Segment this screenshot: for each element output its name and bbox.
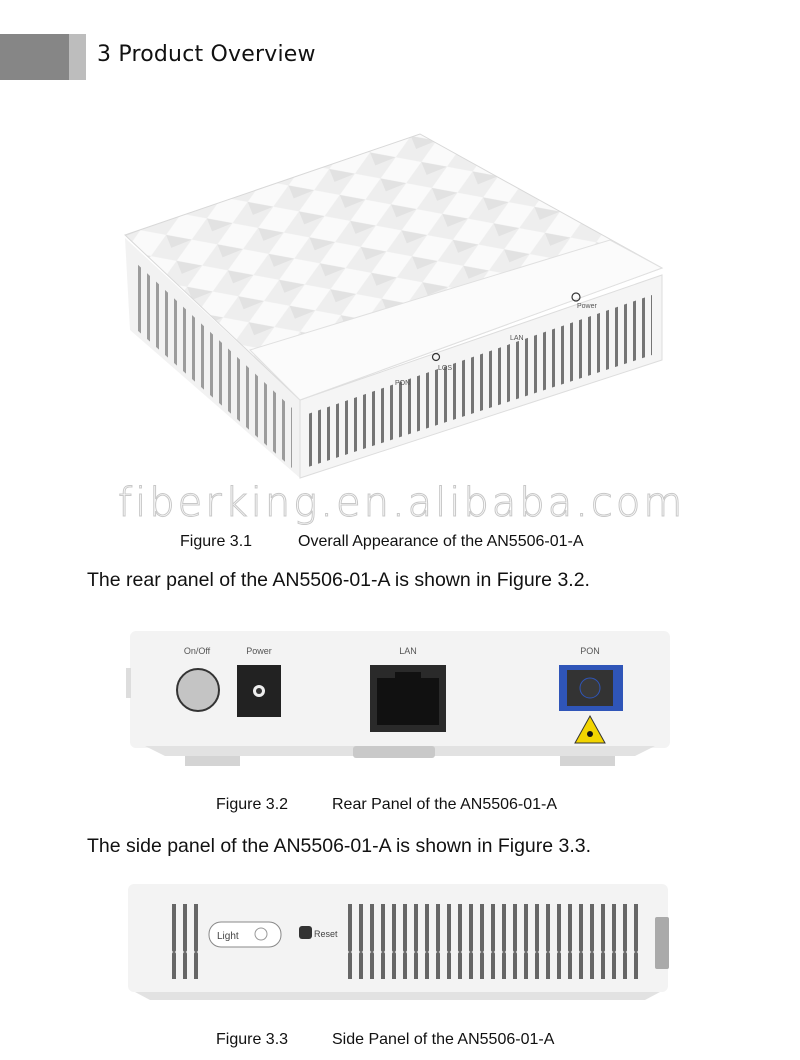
figure-3-2-caption-text: Rear Panel of the AN5506-01-A <box>332 796 558 813</box>
indicator-los: LOS <box>438 365 452 372</box>
indicator-pon: PON <box>395 380 410 387</box>
reset-button <box>299 926 312 939</box>
label-power: Power <box>246 646 272 656</box>
paragraph-rear-panel: The rear panel of the AN5506-01-A is sho… <box>87 569 590 591</box>
side-panel-image: Light Reset <box>128 884 669 1000</box>
los-icon <box>431 352 441 362</box>
indicator-lan: LAN <box>510 335 524 342</box>
figure-3-1-caption-number: Figure 3.1 <box>180 533 253 550</box>
watermark: fiberking.en.alibaba.com <box>117 480 686 526</box>
label-lan: LAN <box>399 646 417 656</box>
section-title: 3 Product Overview <box>97 42 316 67</box>
lightbulb-icon <box>254 927 268 941</box>
laser-warning-icon <box>574 714 606 744</box>
header-bar-light <box>69 34 86 80</box>
figure-3-1-caption-text: Overall Appearance of the AN5506-01-A <box>298 533 584 550</box>
power-icon <box>571 292 581 302</box>
rear-panel-image: On/Off Power LAN PON <box>126 631 670 766</box>
label-pon: PON <box>580 646 600 656</box>
label-reset: Reset <box>314 929 338 939</box>
figure-3-2-caption-number: Figure 3.2 <box>216 796 289 813</box>
paragraph-side-panel: The side panel of the AN5506-01-A is sho… <box>87 835 592 857</box>
on-off-button <box>176 668 220 712</box>
device-overall-image: PON LOS LAN Power <box>124 133 664 479</box>
label-light: Light <box>217 931 239 942</box>
label-on-off: On/Off <box>184 646 211 656</box>
figure-3-3-caption-text: Side Panel of the AN5506-01-A <box>332 1031 555 1048</box>
header-bar-dark <box>0 34 69 80</box>
indicator-power: Power <box>577 303 598 310</box>
figure-3-3-caption-number: Figure 3.3 <box>216 1031 289 1048</box>
